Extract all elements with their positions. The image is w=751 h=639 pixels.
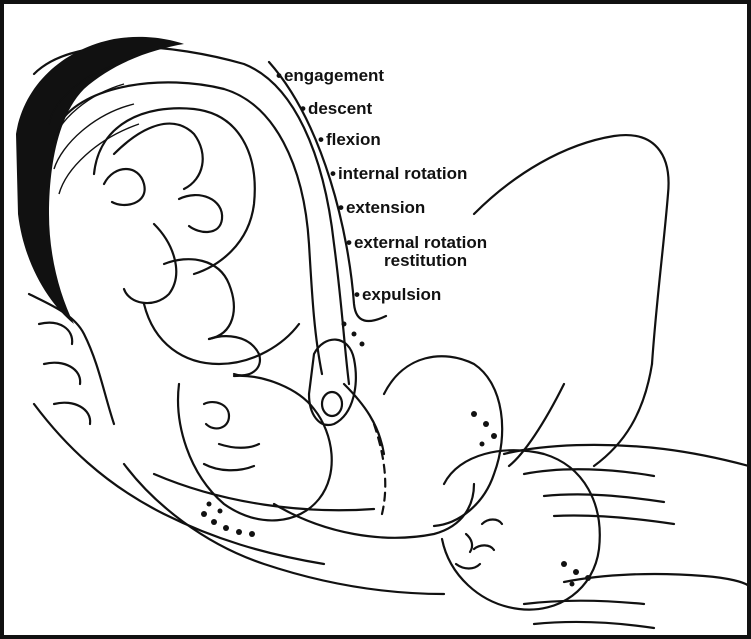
vaginal-wall (154, 474, 374, 510)
pelvic-floor (124, 464, 444, 594)
attendant-fingers-upper (524, 469, 674, 524)
baby-head-outline (442, 450, 600, 609)
crowning-head (384, 356, 502, 526)
uterus-outer-wall (34, 47, 349, 385)
fetus-upper-leg (114, 124, 203, 189)
attendant-hand-upper (504, 445, 749, 466)
spine-vertebra-1 (39, 323, 72, 344)
fetus-foot-upper (104, 169, 145, 205)
spine-vertebra-3 (54, 403, 90, 424)
maternal-thigh-outline (474, 135, 669, 364)
hair-dot (201, 511, 207, 517)
perineum (274, 484, 474, 538)
fetus-ear (204, 402, 229, 428)
fetus-face-lines (204, 444, 259, 470)
uterine-wall-band (16, 37, 184, 324)
labor-mechanism-illustration (4, 4, 751, 639)
spine-vertebra-2 (44, 363, 80, 384)
attendant-hand-lower (564, 574, 749, 586)
pubic-bone-marrow (322, 392, 342, 416)
maternal-leg-line (594, 364, 652, 466)
baby-eye-right (474, 545, 494, 550)
attendant-fingers-lower (524, 601, 654, 628)
baby-mouth (456, 564, 480, 569)
baby-eye-left (482, 520, 502, 525)
fetus-hand (209, 336, 260, 375)
maternal-abdomen-line (269, 62, 386, 321)
fetus-foot-lower (179, 195, 222, 232)
maternal-leg-inner-line (509, 384, 564, 466)
maternal-spine (29, 294, 114, 424)
baby-nose (466, 534, 472, 552)
birth-canal (344, 384, 384, 454)
